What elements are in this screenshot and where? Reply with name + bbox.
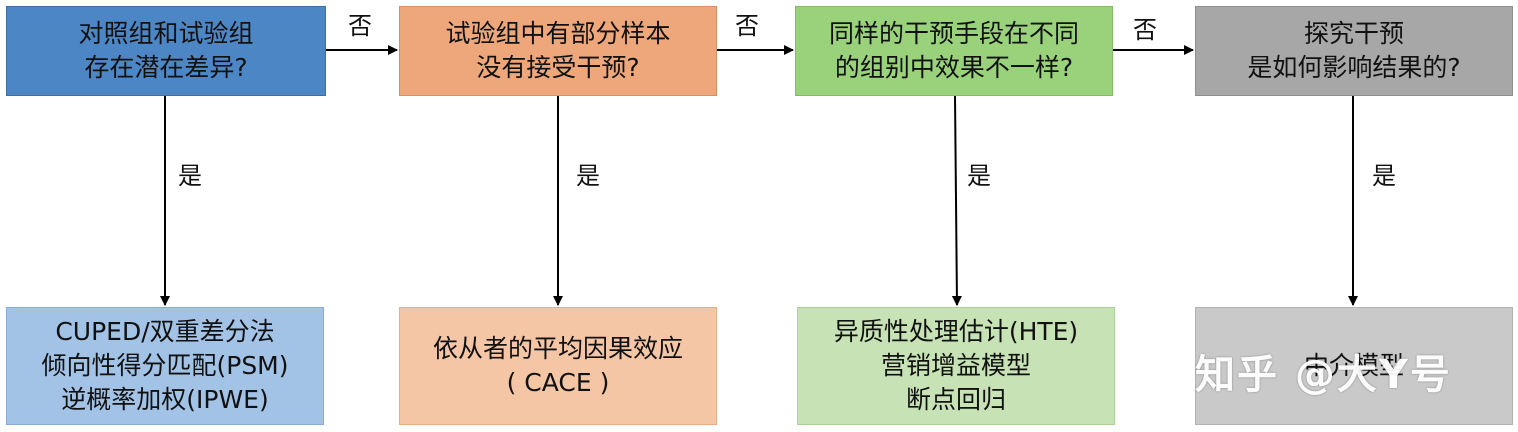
question-box-2: 试验组中有部分样本 没有接受干预? [399,6,717,96]
question-2-line-2: 没有接受干预? [476,53,640,82]
question-4-line-2: 是如何影响结果的? [1247,53,1461,82]
no-label-1: 否 [348,12,372,40]
watermark: 知乎 @大Y号 [1195,352,1452,398]
yes-label-1: 是 [178,162,202,190]
question-3-line-1: 同样的干预手段在不同 [828,19,1079,48]
question-3-line-2: 的组别中效果不一样? [834,53,1074,82]
no-label-2: 否 [735,12,759,40]
result-1-line-2: 倾向性得分匹配(PSM) [41,351,289,380]
yes-arrow-3 [951,95,962,306]
yes-label-4: 是 [1372,162,1396,190]
result-4-line-1: 中介模型 [1303,351,1404,380]
yes-label-3: 是 [967,162,991,190]
question-box-4: 探究干预 是如何影响结果的? [1195,6,1513,96]
question-box-3: 同样的干预手段在不同 的组别中效果不一样? [795,6,1113,96]
question-4-line-1: 探究干预 [1303,19,1404,48]
result-3-line-1: 异质性处理估计(HTE) [833,317,1079,346]
result-box-2: 依从者的平均因果效应 ( CACE ) [399,307,717,425]
no-label-3: 否 [1133,16,1157,44]
result-1-line-3: 逆概率加权(IPWE) [61,385,269,414]
result-2-line-2: ( CACE ) [506,368,610,397]
question-2-line-1: 试验组中有部分样本 [445,19,671,48]
result-2-line-1: 依从者的平均因果效应 [432,334,683,363]
question-1-line-2: 存在潜在差异? [84,53,248,82]
question-1-line-1: 对照组和试验组 [78,19,254,48]
result-3-line-2: 营销增益模型 [880,351,1031,380]
result-box-3: 异质性处理估计(HTE) 营销增益模型 断点回归 [797,307,1115,425]
result-1-line-1: CUPED/双重差分法 [55,317,275,346]
yes-label-2: 是 [576,162,600,190]
result-box-1: CUPED/双重差分法 倾向性得分匹配(PSM) 逆概率加权(IPWE) [6,307,324,425]
question-box-1: 对照组和试验组 存在潜在差异? [6,6,326,96]
result-3-line-3: 断点回归 [905,385,1006,414]
result-box-4: 中介模型 [1195,307,1513,425]
